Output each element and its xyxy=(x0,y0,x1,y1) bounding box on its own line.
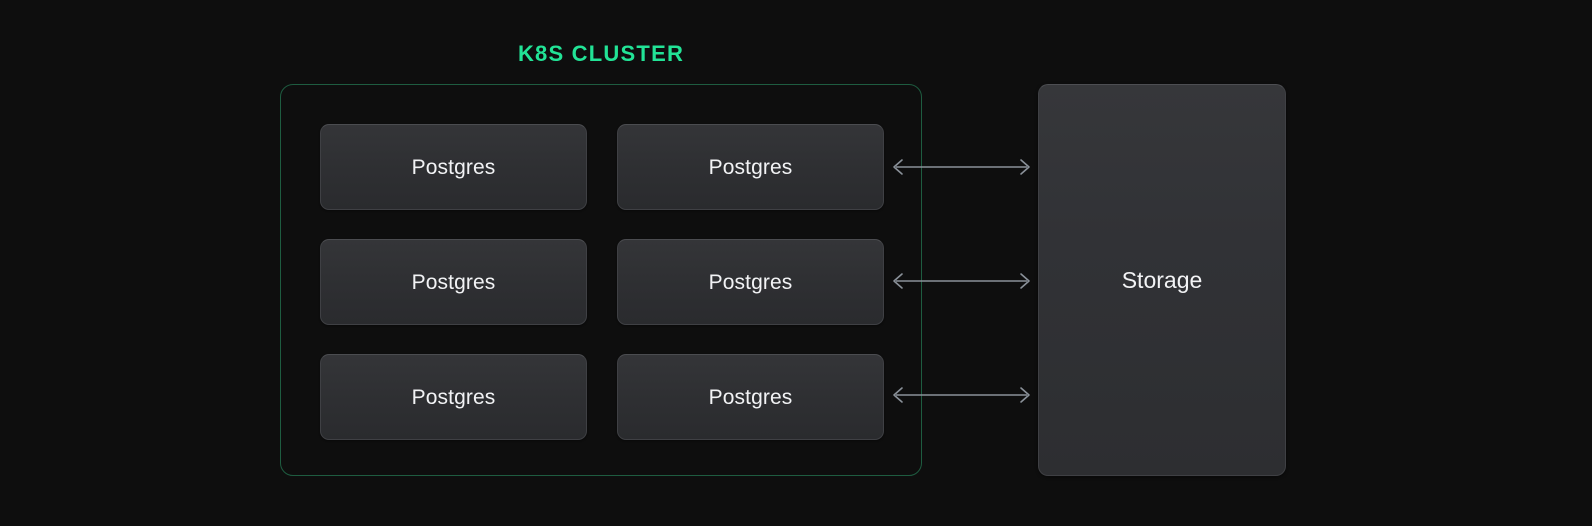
cluster-title: K8S CLUSTER xyxy=(517,41,685,66)
postgres-node-6[interactable]: Postgres xyxy=(617,354,884,440)
k8s-cluster-boundary xyxy=(280,84,922,476)
storage-node-label: Storage xyxy=(1121,266,1203,293)
postgres-node-label: Postgres xyxy=(708,270,793,294)
postgres-node-label: Postgres xyxy=(411,385,496,409)
storage-node[interactable]: Storage xyxy=(1038,84,1286,476)
postgres-node-1[interactable]: Postgres xyxy=(320,124,587,210)
postgres-node-2[interactable]: Postgres xyxy=(617,124,884,210)
postgres-node-3[interactable]: Postgres xyxy=(320,239,587,325)
postgres-node-grid: Postgres Postgres Postgres Postgres Post… xyxy=(320,124,884,440)
postgres-node-5[interactable]: Postgres xyxy=(320,354,587,440)
postgres-node-label: Postgres xyxy=(411,270,496,294)
postgres-node-4[interactable]: Postgres xyxy=(617,239,884,325)
postgres-node-label: Postgres xyxy=(411,155,496,179)
postgres-node-label: Postgres xyxy=(708,155,793,179)
postgres-node-label: Postgres xyxy=(708,385,793,409)
